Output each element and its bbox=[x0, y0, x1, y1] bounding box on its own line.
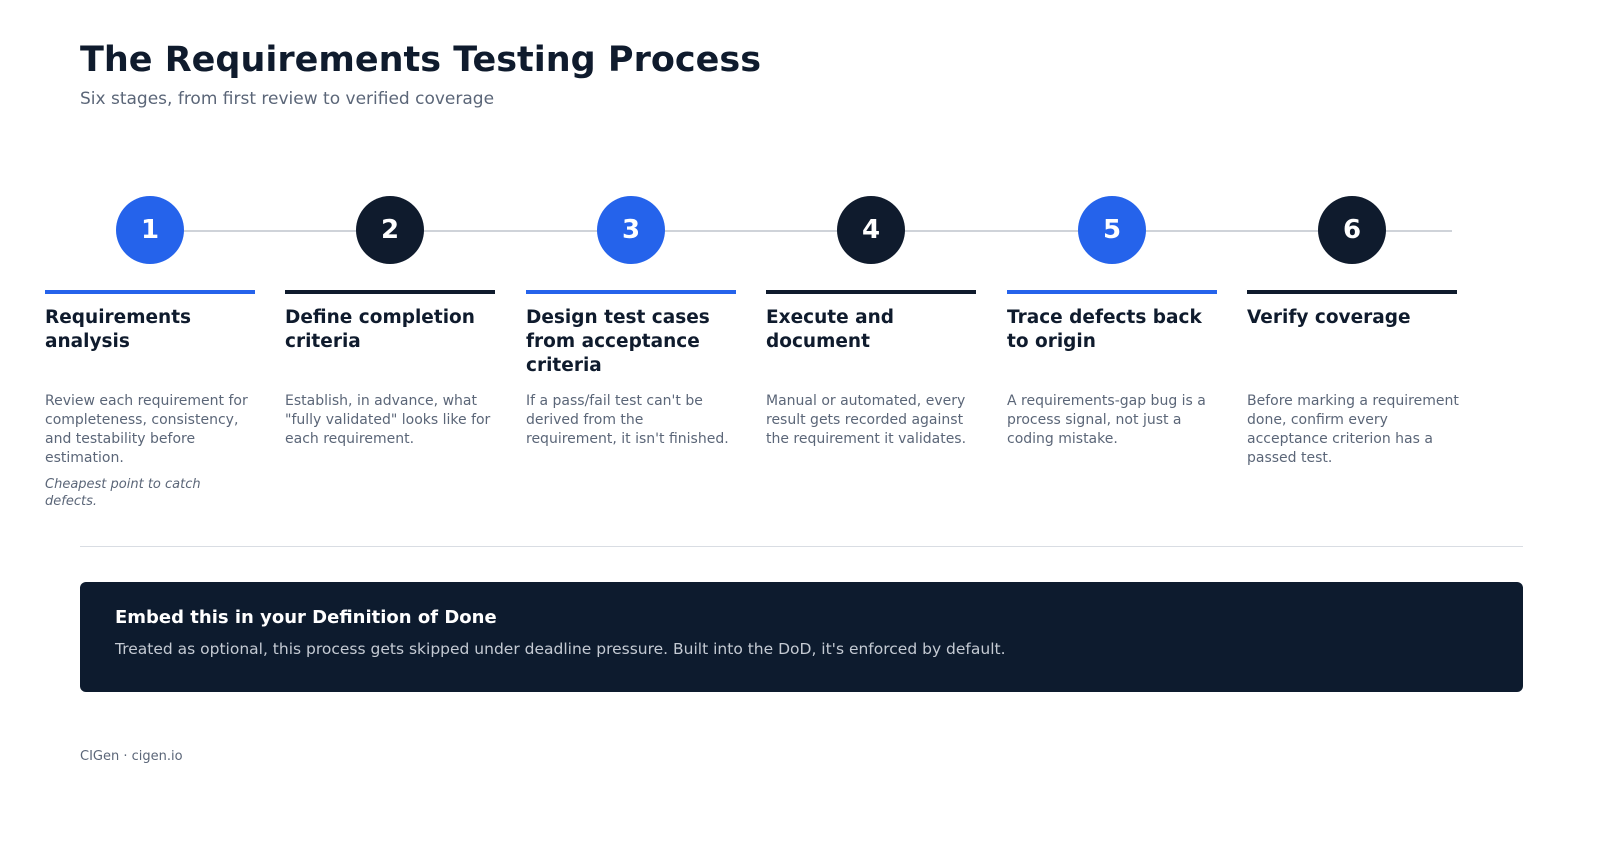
stage-2-accent-bar bbox=[285, 290, 495, 294]
stage-4: Execute and document Manual or automated… bbox=[766, 290, 976, 449]
stage-1-note: Cheapest point to catch defects. bbox=[45, 477, 201, 509]
section-divider bbox=[80, 546, 1523, 547]
stage-6-description: Before marking a requirement done, confi… bbox=[1247, 393, 1459, 466]
stage-4-title: Execute and document bbox=[766, 307, 894, 352]
stage-3-accent-bar bbox=[526, 290, 736, 294]
stage-2-number-circle: 2 bbox=[356, 196, 424, 264]
stage-4-description: Manual or automated, every result gets r… bbox=[766, 393, 967, 447]
stage-1-number-circle: 1 bbox=[116, 196, 184, 264]
stage-5-description: A requirements-gap bug is a process sign… bbox=[1007, 393, 1206, 447]
stage-2-title: Define completion criteria bbox=[285, 307, 475, 352]
stage-6-accent-bar bbox=[1247, 290, 1457, 294]
callout-text: Treated as optional, this process gets s… bbox=[115, 640, 1006, 658]
stage-3-number-circle: 3 bbox=[597, 196, 665, 264]
stage-1: Requirements analysis Review each requir… bbox=[45, 290, 255, 510]
stage-1-title: Requirements analysis bbox=[45, 307, 192, 352]
stage-2-description: Establish, in advance, what "fully valid… bbox=[285, 393, 491, 447]
stage-5-accent-bar bbox=[1007, 290, 1217, 294]
page-title: The Requirements Testing Process bbox=[80, 40, 762, 80]
footer-credit: CIGen · cigen.io bbox=[80, 749, 183, 764]
stage-4-number-circle: 4 bbox=[837, 196, 905, 264]
stage-5: Trace defects back to origin A requireme… bbox=[1007, 290, 1217, 449]
stage-3-description: If a pass/fail test can't be derived fro… bbox=[526, 393, 729, 447]
process-track-line bbox=[150, 230, 1452, 232]
stage-6-title: Verify coverage bbox=[1247, 307, 1411, 328]
stage-5-title: Trace defects back to origin bbox=[1007, 307, 1202, 352]
stage-3: Design test cases from acceptance criter… bbox=[526, 290, 736, 449]
definition-of-done-callout: Embed this in your Definition of Done Tr… bbox=[80, 582, 1523, 692]
stage-6-number-circle: 6 bbox=[1318, 196, 1386, 264]
stage-3-title: Design test cases from acceptance criter… bbox=[526, 307, 710, 376]
stage-1-description: Review each requirement for completeness… bbox=[45, 393, 248, 466]
stage-5-number-circle: 5 bbox=[1078, 196, 1146, 264]
stage-2: Define completion criteria Establish, in… bbox=[285, 290, 495, 449]
callout-title: Embed this in your Definition of Done bbox=[115, 607, 497, 628]
stage-6: Verify coverage Before marking a require… bbox=[1247, 290, 1459, 468]
stage-1-accent-bar bbox=[45, 290, 255, 294]
page-subtitle: Six stages, from first review to verifie… bbox=[80, 89, 495, 109]
stage-4-accent-bar bbox=[766, 290, 976, 294]
